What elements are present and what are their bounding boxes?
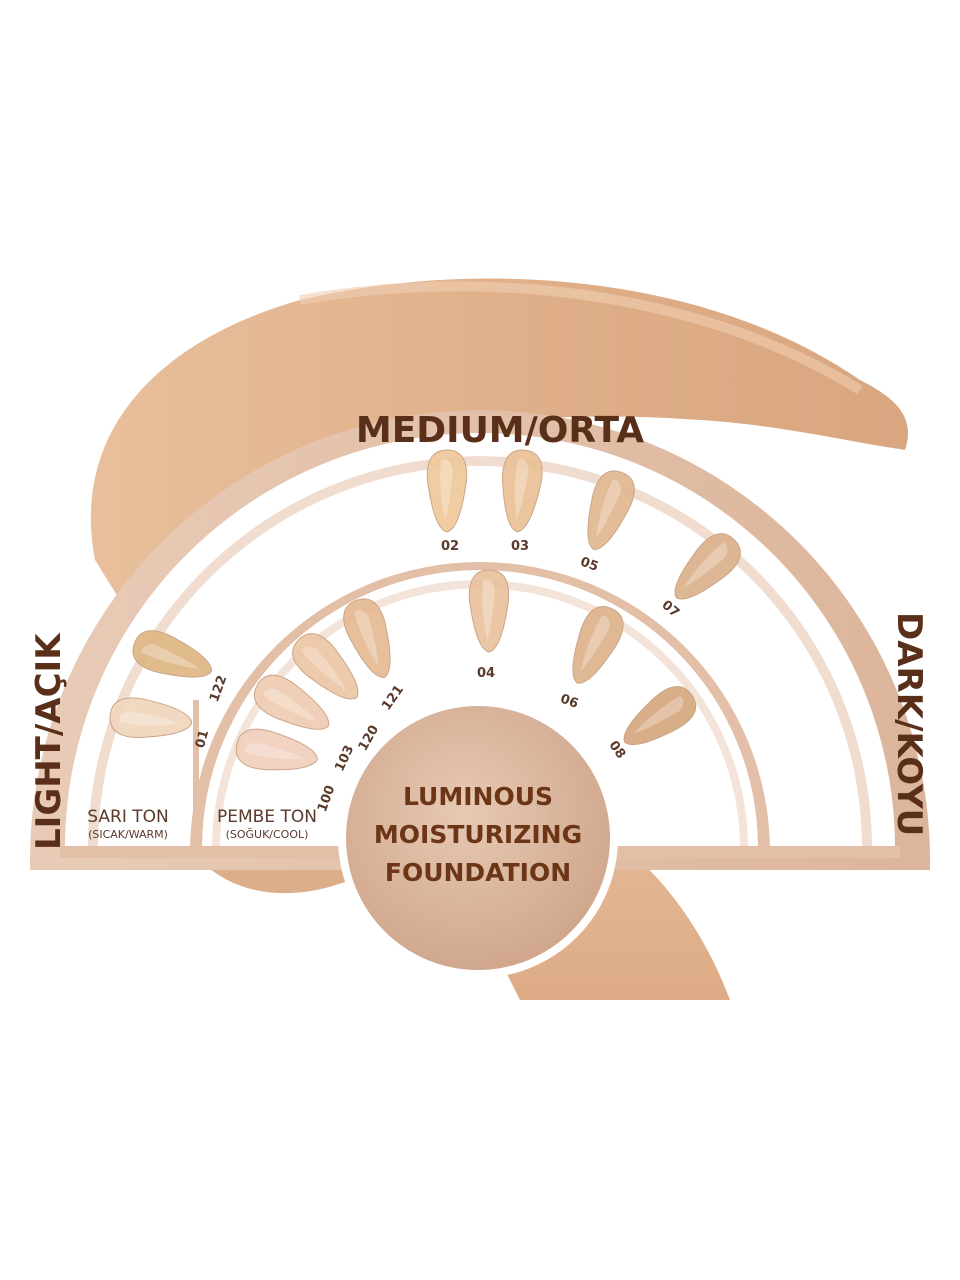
shade-highlight-04 <box>482 579 495 640</box>
shade-swatch-05: 05 <box>578 470 635 575</box>
shade-highlight-103 <box>263 688 317 722</box>
shade-code-03: 03 <box>511 539 529 554</box>
shade-blob-05 <box>587 470 635 550</box>
shade-blob-06 <box>572 606 624 684</box>
shade-swatch-01: 01 <box>109 697 212 750</box>
range-dark-label: DARK/KOYU <box>889 612 929 836</box>
shade-code-02: 02 <box>441 539 459 554</box>
cool-tone-sublabel: (SOĞUK/COOL) <box>226 828 309 841</box>
shade-blob-07 <box>674 533 741 600</box>
headline-line-1: LUMINOUS <box>403 782 553 811</box>
shade-highlight-100 <box>245 742 306 760</box>
shade-swatch-120: 120 <box>292 633 382 754</box>
shade-swatch-121: 121 <box>343 598 407 713</box>
shade-blob-03 <box>502 449 543 533</box>
shade-code-01: 01 <box>193 728 212 749</box>
range-light-label: LIGHT/AÇIK <box>29 632 69 850</box>
shade-highlight-05 <box>595 479 621 538</box>
shade-blob-121 <box>343 598 391 678</box>
shade-swatch-07: 07 <box>658 533 741 621</box>
shade-swatch-03: 03 <box>502 449 543 554</box>
shade-blob-103 <box>253 674 330 730</box>
shade-highlight-122 <box>141 644 200 670</box>
shade-blob-01 <box>109 697 193 738</box>
shade-swatch-08: 08 <box>606 686 697 762</box>
shade-swatch-122: 122 <box>132 630 230 704</box>
shade-highlight-01 <box>119 711 180 726</box>
shade-code-05: 05 <box>578 555 600 575</box>
warm-tone-sublabel: (SICAK/WARM) <box>88 828 168 841</box>
shade-blob-08 <box>623 686 697 745</box>
shade-blob-122 <box>132 630 212 678</box>
shade-swatch-02: 02 <box>426 449 468 554</box>
shade-blob-04 <box>468 569 510 653</box>
shade-highlight-121 <box>354 609 379 667</box>
shade-highlight-08 <box>633 695 684 734</box>
shade-swatch-06: 06 <box>558 606 624 712</box>
cool-tone-label: PEMBE TON <box>217 807 317 827</box>
shade-swatch-04: 04 <box>468 569 510 681</box>
shade-swatch-103: 103 <box>253 674 357 774</box>
shade-highlight-06 <box>580 615 610 672</box>
shade-code-06: 06 <box>558 692 580 712</box>
shade-code-04: 04 <box>477 666 495 681</box>
headline-line-3: FOUNDATION <box>385 858 571 887</box>
shade-highlight-07 <box>683 542 728 588</box>
shade-blob-100 <box>235 728 318 771</box>
center-badge: LUMINOUS MOISTURIZING FOUNDATION <box>338 698 618 978</box>
range-medium-label: MEDIUM/ORTA <box>356 410 644 451</box>
shade-blob-120 <box>292 633 359 700</box>
warm-tone-label: SARI TON <box>87 807 168 827</box>
headline-line-2: MOISTURIZING <box>374 820 582 849</box>
shade-highlight-120 <box>301 646 347 691</box>
shade-highlight-02 <box>440 459 453 520</box>
shade-highlight-03 <box>514 459 529 520</box>
shade-blob-02 <box>426 449 468 533</box>
